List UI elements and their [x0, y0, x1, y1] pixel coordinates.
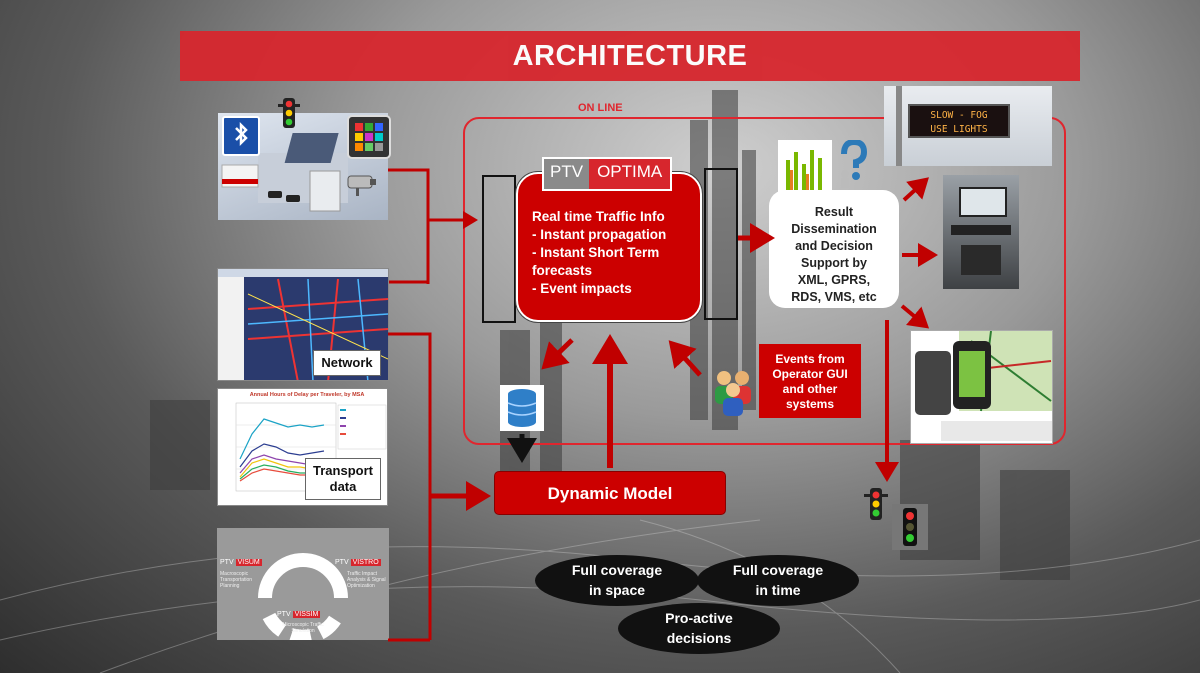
bluetooth-icon: [222, 116, 260, 156]
android-phone-icon: [953, 341, 991, 409]
ptv-products-thumbnail: PTV VISUM Macroscopic Transportation Pla…: [217, 528, 389, 640]
result-dissemination-box: Result Dissemination and Decision Suppor…: [769, 190, 899, 308]
smartphone-apps-icon: [347, 115, 391, 159]
core-line-1: Real time Traffic Info: [532, 209, 665, 224]
vistro-ptv: PTV: [335, 559, 349, 566]
benefit-2-line-1: Full coverage: [732, 562, 824, 578]
vistro-desc: Traffic Impact Analysis & Signal Optimiz…: [347, 571, 386, 589]
benefit-1-line-2: in space: [588, 582, 646, 598]
dynamic-model-box: Dynamic Model: [494, 471, 726, 515]
benefit-pro-active-decisions: Pro-active decisions: [618, 603, 780, 654]
result-line-5: XML, GPRS,: [797, 273, 871, 287]
visum-ptv: PTV: [220, 559, 234, 566]
benefit-full-coverage-space: Full coverage in space: [535, 555, 699, 606]
benefit-3-line-2: decisions: [666, 630, 732, 646]
traffic-signal-photo-icon: [892, 504, 928, 550]
events-line-4: systems: [785, 397, 835, 411]
events-box: Events from Operator GUI and other syste…: [759, 344, 861, 418]
apple-phone-icon: [915, 351, 951, 415]
benefit-full-coverage-time: Full coverage in time: [697, 555, 859, 606]
visum-badge: PTV VISUM: [220, 559, 262, 566]
result-line-2: Dissemination: [791, 222, 877, 236]
realtime-traffic-core: Real time Traffic Info - Instant propaga…: [516, 172, 702, 322]
output-interface-bar: [704, 168, 738, 320]
car-dashboard-thumbnail: [943, 175, 1019, 289]
benefit-2-line-2: in time: [755, 582, 801, 598]
vissim-desc: Microscopic Traffic Simulation: [282, 622, 324, 634]
vms-line-1: SLOW - FOG: [930, 110, 988, 121]
title-bar: ARCHITECTURE: [180, 31, 1080, 81]
vissim-name: VISSIM: [292, 611, 321, 618]
result-line-4: Support by: [801, 256, 867, 270]
camera-icon: [344, 168, 380, 198]
sensors-illustration: [221, 133, 348, 212]
vms-sign: SLOW - FOG USE LIGHTS: [908, 104, 1010, 138]
events-line-3: and other: [782, 382, 838, 396]
visum-desc: Macroscopic Transportation Planning: [220, 571, 253, 589]
vistro-name: VISTRO: [350, 559, 381, 566]
online-boundary: [463, 117, 1066, 445]
core-line-3: - Instant Short Term: [532, 245, 660, 260]
transport-chart-title: Annual Hours of Delay per Traveler, by M…: [249, 392, 365, 398]
vistro-badge: PTV VISTRO: [335, 559, 381, 566]
vissim-badge: PTV VISSIM: [277, 611, 321, 618]
transport-label-line-2: data: [329, 479, 357, 494]
mobile-apps-thumbnail: [910, 330, 1053, 444]
traffic-light-icon: [276, 96, 302, 130]
core-line-5: - Event impacts: [532, 281, 632, 296]
transport-data-label: Transport data: [305, 458, 381, 500]
result-line-3: and Decision: [795, 239, 873, 253]
database-icon: [500, 385, 544, 431]
benefit-3-line-1: Pro-active: [665, 610, 733, 626]
core-line-2: - Instant propagation: [532, 227, 667, 242]
slide-title: ARCHITECTURE: [512, 40, 748, 72]
users-group-icon: [708, 366, 758, 416]
ptv-optima-logo: PTV OPTIMA: [542, 157, 673, 191]
benefit-1-line-1: Full coverage: [571, 562, 663, 578]
ptv-products-ring: [258, 553, 348, 640]
transport-label-line-1: Transport: [313, 463, 373, 478]
ptv-logo-text: PTV: [544, 159, 590, 189]
online-label: ON LINE: [578, 102, 623, 114]
bar-chart-icon: [778, 140, 832, 198]
vms-line-2: USE LIGHTS: [930, 124, 988, 135]
vissim-ptv: PTV: [277, 611, 291, 618]
question-person-icon: [836, 138, 870, 190]
core-line-4: forecasts: [532, 263, 593, 278]
result-line-1: Result: [814, 205, 854, 219]
network-label: Network: [313, 350, 381, 376]
input-interface-bar: [482, 175, 516, 323]
events-line-1: Events from: [775, 352, 845, 366]
optima-logo-text: OPTIMA: [589, 159, 671, 189]
result-line-6: RDS, VMS, etc: [791, 290, 877, 304]
visum-name: VISUM: [235, 559, 262, 566]
traffic-light-output-icon: [862, 486, 890, 522]
events-line-2: Operator GUI: [772, 367, 848, 381]
vms-sign-thumbnail: SLOW - FOG USE LIGHTS: [884, 86, 1052, 166]
